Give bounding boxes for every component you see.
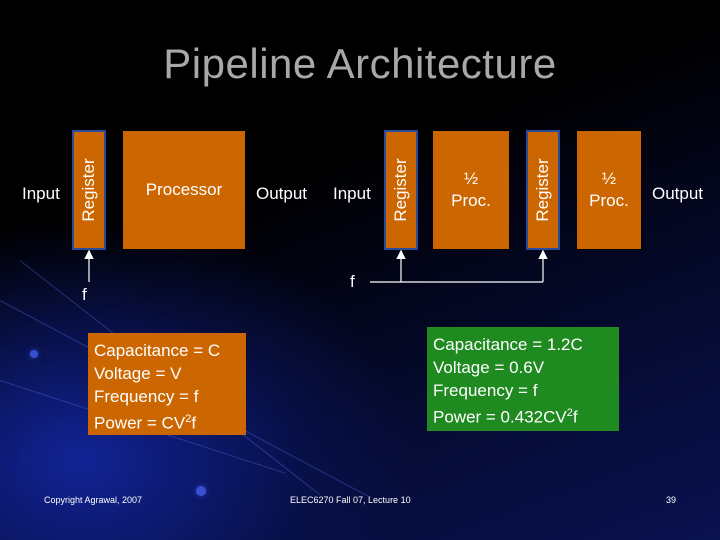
left-voltage: Voltage = V (94, 364, 182, 383)
left-output-label: Output (256, 184, 308, 203)
left-power-exponent: 2 (185, 413, 192, 425)
decor-dot (196, 486, 206, 496)
right-register-1: Register (384, 130, 418, 250)
left-register: Register (72, 130, 106, 250)
right-output-label: Output (652, 184, 704, 203)
right-frequency: Frequency = f (433, 381, 538, 400)
left-frequency: Frequency = f (94, 387, 199, 406)
right-clock-label: f (350, 272, 355, 291)
right-half-processor-2: ½ Proc. (576, 130, 642, 250)
left-register-label: Register (79, 158, 98, 222)
left-input-label: Input (22, 184, 60, 203)
left-power-suffix: f (191, 413, 197, 433)
right-power: Power = 0.432CV2f (433, 402, 613, 429)
left-clock-label: f (82, 285, 87, 304)
right-half-processor-1: ½ Proc. (432, 130, 510, 250)
right-register-2-label: Register (533, 158, 552, 222)
right-power-exponent: 2 (566, 407, 573, 419)
left-power-prefix: Power = CV (94, 413, 186, 433)
decor-dot (30, 350, 38, 358)
right-power-prefix: Power = 0.432CV (433, 407, 567, 427)
footer-page-number: 39 (666, 495, 677, 505)
right-input-label: Input (333, 184, 371, 203)
slide-title: Pipeline Architecture (163, 40, 557, 87)
footer-copyright: Copyright Agrawal, 2007 (44, 495, 143, 505)
right-info-box: Capacitance = 1.2C Voltage = 0.6V Freque… (427, 327, 619, 431)
half-proc-1-label: Proc. (451, 191, 491, 210)
right-register-2: Register (526, 130, 560, 250)
right-power-suffix: f (572, 407, 578, 427)
right-voltage: Voltage = 0.6V (433, 358, 545, 377)
left-info-box: Capacitance = C Voltage = V Frequency = … (88, 333, 246, 435)
right-register-1-label: Register (391, 158, 410, 222)
right-capacitance: Capacitance = 1.2C (433, 335, 583, 354)
footer-course: ELEC6270 Fall 07, Lecture 10 (290, 495, 411, 505)
half-proc-2-label: Proc. (589, 191, 629, 210)
left-capacitance: Capacitance = C (94, 341, 221, 360)
left-processor-label: Processor (145, 180, 223, 199)
left-processor: Processor (122, 130, 246, 250)
left-power: Power = CV2f (94, 408, 240, 435)
half-proc-2-fraction: ½ (601, 169, 617, 188)
half-proc-1-fraction: ½ (463, 169, 479, 188)
